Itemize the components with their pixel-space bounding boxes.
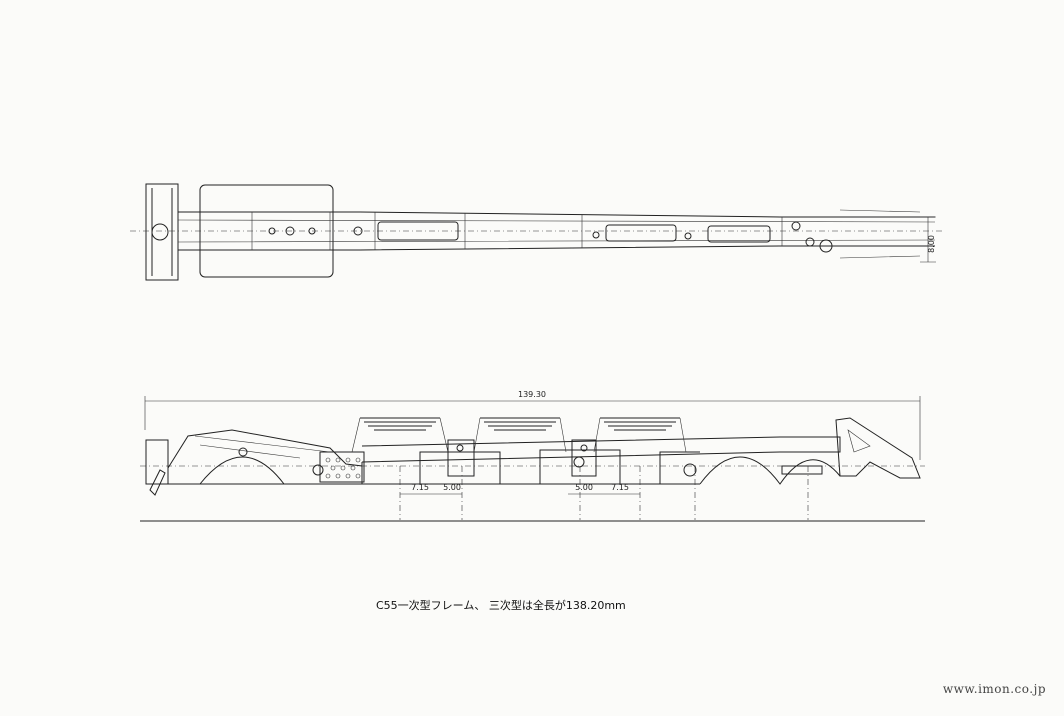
dim-left-2: 5.00 <box>443 483 461 492</box>
site-watermark: www.imon.co.jp <box>942 682 1046 696</box>
elevation-view: 139.30 <box>140 390 925 522</box>
width-dimension: 8.00 <box>927 235 936 253</box>
dim-left-1: 7.15 <box>411 483 429 492</box>
dim-right-2: 7.15 <box>611 483 629 492</box>
dim-right-1: 5.00 <box>575 483 593 492</box>
drawing-caption: C55一次型フレーム、 三次型は全長が138.20mm <box>376 599 626 612</box>
leaf-spring <box>360 417 680 431</box>
overall-length-dimension: 139.30 <box>518 390 546 399</box>
plan-view: 8.00 <box>130 183 945 281</box>
